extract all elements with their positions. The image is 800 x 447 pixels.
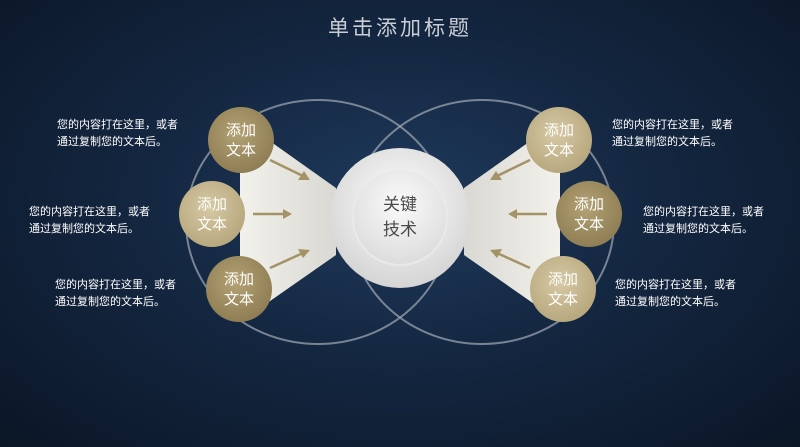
node-right-bottom xyxy=(530,256,596,322)
center-label: 关键 技术 xyxy=(383,195,417,240)
arrow-right-bottom xyxy=(496,251,531,270)
text-left-top[interactable]: 您的内容打在这里，或者 通过复制您的文本后。 xyxy=(57,118,178,148)
node-left-top xyxy=(208,107,274,173)
node-left-bottom-label: 添加 文本 xyxy=(223,270,254,308)
node-right-bottom-label: 添加 文本 xyxy=(547,270,578,308)
arrow-left-top-head xyxy=(298,171,310,180)
text-left-middle[interactable]: 您的内容打在这里，或者 通过复制您的文本后。 xyxy=(29,205,150,235)
arrow-left-top xyxy=(269,158,304,178)
arrow-left-bottom xyxy=(269,251,304,270)
arrow-right-top-head xyxy=(490,171,502,180)
node-right-middle-label: 添加 文本 xyxy=(573,195,604,233)
node-left-middle xyxy=(179,181,245,247)
node-right-middle xyxy=(556,181,622,247)
arrow-left-middle-head xyxy=(283,209,292,219)
arrow-right-middle-head xyxy=(508,209,517,219)
node-right-top xyxy=(526,107,592,173)
arrow-left-bottom-head xyxy=(298,249,310,258)
node-left-top-label: 添加 文本 xyxy=(225,121,256,159)
slide-title[interactable]: 单击添加标题 xyxy=(328,16,472,40)
center-circle-inner xyxy=(352,170,448,266)
text-right-middle[interactable]: 您的内容打在这里，或者 通过复制您的文本后。 xyxy=(643,205,764,235)
left-arrows xyxy=(253,158,310,270)
right-arrows xyxy=(490,158,547,270)
text-left-bottom[interactable]: 您的内容打在这里，或者 通过复制您的文本后。 xyxy=(55,278,176,308)
node-right-top-label: 添加 文本 xyxy=(543,121,574,159)
text-right-bottom[interactable]: 您的内容打在这里，或者 通过复制您的文本后。 xyxy=(615,278,736,308)
node-left-middle-label: 添加 文本 xyxy=(196,195,227,233)
arrow-right-top xyxy=(496,158,531,178)
arrow-right-bottom-head xyxy=(490,249,502,258)
node-left-bottom xyxy=(206,256,272,322)
text-right-top[interactable]: 您的内容打在这里，或者 通过复制您的文本后。 xyxy=(612,118,733,148)
